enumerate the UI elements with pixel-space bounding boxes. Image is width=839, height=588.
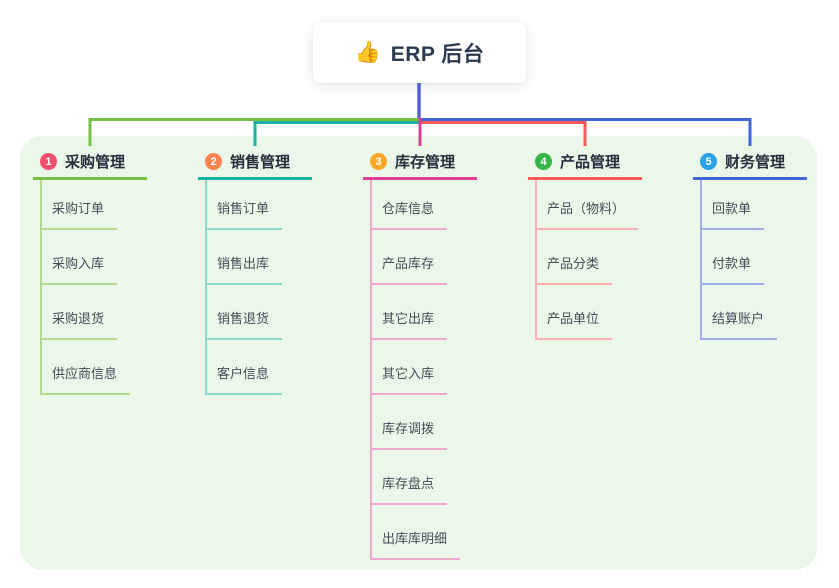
branches-panel xyxy=(20,136,817,570)
item-label[interactable]: 仓库信息 xyxy=(372,198,448,230)
item-label[interactable]: 产品（物料） xyxy=(537,198,639,230)
item-label[interactable]: 采购入库 xyxy=(42,253,118,285)
branch-column: 4 产品管理产品（物料） 产品分类产品单位 xyxy=(528,146,642,340)
root-title: ERP 后台 xyxy=(390,42,485,66)
item-label[interactable]: 客户信息 xyxy=(207,363,283,395)
branch-header[interactable]: 4 产品管理 xyxy=(528,146,642,180)
branch-number-badge: 2 xyxy=(205,153,222,170)
branch-column: 1 采购管理采购订单采购入库采购退货供应商信息 xyxy=(33,146,147,395)
root-node[interactable]: 👍 ERP 后台 xyxy=(313,22,526,83)
branch-number-badge: 5 xyxy=(700,153,717,170)
item-label[interactable]: 产品库存 xyxy=(372,253,448,285)
branch-title: 销售管理 xyxy=(230,154,291,171)
branch-item: 供应商信息 xyxy=(42,340,147,395)
item-label[interactable]: 回款单 xyxy=(702,198,765,230)
branch-item-list: 回款单付款单结算账户 xyxy=(700,180,807,340)
branch-column: 3 库存管理仓库信息产品库存其它出库其它入库库存调拨库存盘点出库库明细 xyxy=(363,146,477,560)
item-label[interactable]: 产品单位 xyxy=(537,308,613,340)
item-label[interactable]: 结算账户 xyxy=(702,308,778,340)
branch-column: 2 销售管理销售订单销售出库销售退货客户信息 xyxy=(198,146,312,395)
branch-item: 产品库存 xyxy=(372,230,477,285)
branch-item: 采购退货 xyxy=(42,285,147,340)
thumbs-up-icon: 👍 xyxy=(354,41,381,64)
branch-item: 库存调拨 xyxy=(372,395,477,450)
branch-header[interactable]: 3 库存管理 xyxy=(363,146,477,180)
branch-item: 采购入库 xyxy=(42,230,147,285)
branch-item: 销售出库 xyxy=(207,230,312,285)
branch-item: 客户信息 xyxy=(207,340,312,395)
branch-item-list: 产品（物料） 产品分类产品单位 xyxy=(535,180,642,340)
branch-item: 销售退货 xyxy=(207,285,312,340)
branch-item-list: 采购订单采购入库采购退货供应商信息 xyxy=(40,180,147,395)
branch-item: 结算账户 xyxy=(702,285,807,340)
branch-title: 采购管理 xyxy=(65,154,126,171)
item-label[interactable]: 库存调拨 xyxy=(372,418,448,450)
branch-header[interactable]: 2 销售管理 xyxy=(198,146,312,180)
branch-item: 产品单位 xyxy=(537,285,642,340)
item-label[interactable]: 销售出库 xyxy=(207,253,283,285)
item-label[interactable]: 销售退货 xyxy=(207,308,283,340)
item-label[interactable]: 出库库明细 xyxy=(372,528,461,560)
branch-number-badge: 3 xyxy=(370,153,387,170)
branch-title: 财务管理 xyxy=(725,154,786,171)
branch-item: 产品（物料） xyxy=(537,180,642,230)
item-label[interactable]: 库存盘点 xyxy=(372,473,448,505)
item-label[interactable]: 销售订单 xyxy=(207,198,283,230)
branch-item: 其它入库 xyxy=(372,340,477,395)
branch-number-badge: 4 xyxy=(535,153,552,170)
branch-item: 销售订单 xyxy=(207,180,312,230)
branch-title: 库存管理 xyxy=(395,154,456,171)
branch-item-list: 仓库信息产品库存其它出库其它入库库存调拨库存盘点出库库明细 xyxy=(370,180,477,560)
item-label[interactable]: 供应商信息 xyxy=(42,363,131,395)
branch-item: 其它出库 xyxy=(372,285,477,340)
branch-title: 产品管理 xyxy=(560,154,621,171)
branch-item-list: 销售订单销售出库销售退货客户信息 xyxy=(205,180,312,395)
item-label[interactable]: 付款单 xyxy=(702,253,765,285)
branch-item: 仓库信息 xyxy=(372,180,477,230)
item-label[interactable]: 采购退货 xyxy=(42,308,118,340)
branch-item: 回款单 xyxy=(702,180,807,230)
item-label[interactable]: 其它出库 xyxy=(372,308,448,340)
branch-number-badge: 1 xyxy=(40,153,57,170)
branch-item: 库存盘点 xyxy=(372,450,477,505)
branch-item: 产品分类 xyxy=(537,230,642,285)
item-label[interactable]: 产品分类 xyxy=(537,253,613,285)
branch-item: 采购订单 xyxy=(42,180,147,230)
branch-item: 付款单 xyxy=(702,230,807,285)
item-label[interactable]: 其它入库 xyxy=(372,363,448,395)
branch-header[interactable]: 5 财务管理 xyxy=(693,146,807,180)
item-label[interactable]: 采购订单 xyxy=(42,198,118,230)
branch-item: 出库库明细 xyxy=(372,505,477,560)
branch-column: 5 财务管理回款单付款单结算账户 xyxy=(693,146,807,340)
branch-header[interactable]: 1 采购管理 xyxy=(33,146,147,180)
